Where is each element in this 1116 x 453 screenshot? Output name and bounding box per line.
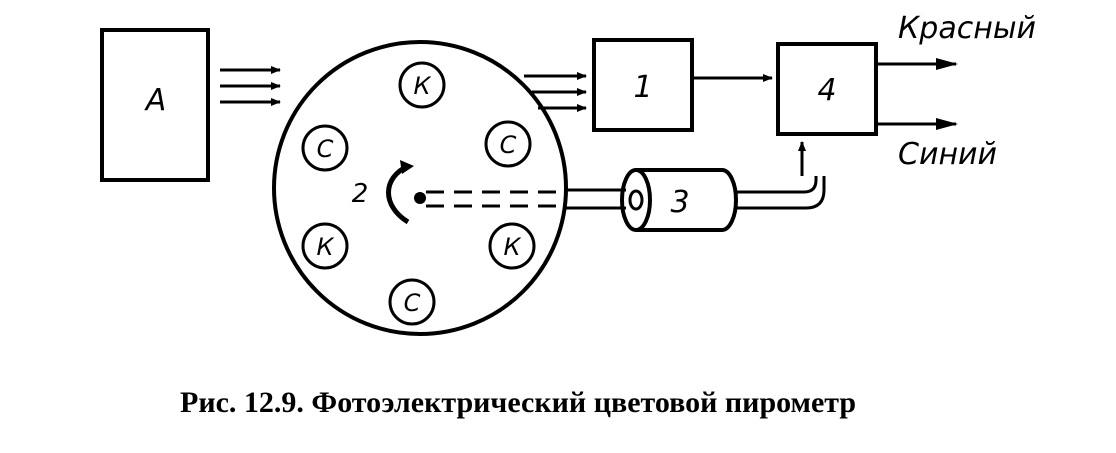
shaft-dashed	[426, 190, 566, 208]
motor-label: 3	[670, 185, 689, 220]
filter-c-bottom: С	[388, 278, 436, 326]
source-block: А	[100, 28, 210, 182]
filter-letter: С	[500, 131, 517, 159]
shaft-solid	[566, 188, 626, 210]
block1-label: 1	[633, 70, 652, 105]
light-arrows-out	[524, 72, 587, 112]
filter-k-lower-right: К	[488, 222, 536, 270]
filter-letter: К	[316, 233, 334, 261]
filter-letter: С	[317, 135, 334, 163]
motor-cable	[736, 141, 826, 210]
photodetector-block: 1	[592, 38, 694, 132]
output-blue-label: Синий	[898, 137, 997, 172]
figure-caption: Рис. 12.9. Фотоэлектрический цветовой пи…	[180, 386, 856, 419]
light-arrows-in	[220, 66, 281, 106]
disk-label: 2	[352, 179, 369, 209]
filter-disk: К С К С К С 2	[272, 40, 568, 336]
filter-c-upper-right: С	[484, 120, 532, 168]
source-label: А	[144, 83, 167, 118]
filter-c-upper-left: С	[301, 124, 349, 172]
output-red-label: Красный	[898, 11, 1036, 46]
rotation-indicator: 2	[352, 160, 414, 225]
motor-block: 3	[620, 168, 738, 232]
filter-letter: К	[503, 233, 521, 261]
block4-label: 4	[817, 73, 836, 108]
filter-k-top: К	[398, 61, 446, 109]
rotation-arrowhead-icon	[400, 160, 414, 174]
filter-k-lower-left: К	[301, 222, 349, 270]
filter-letter: С	[404, 289, 421, 317]
switch-block: 4	[776, 42, 878, 136]
disk-hub	[414, 192, 426, 204]
filter-letter: К	[413, 72, 431, 100]
